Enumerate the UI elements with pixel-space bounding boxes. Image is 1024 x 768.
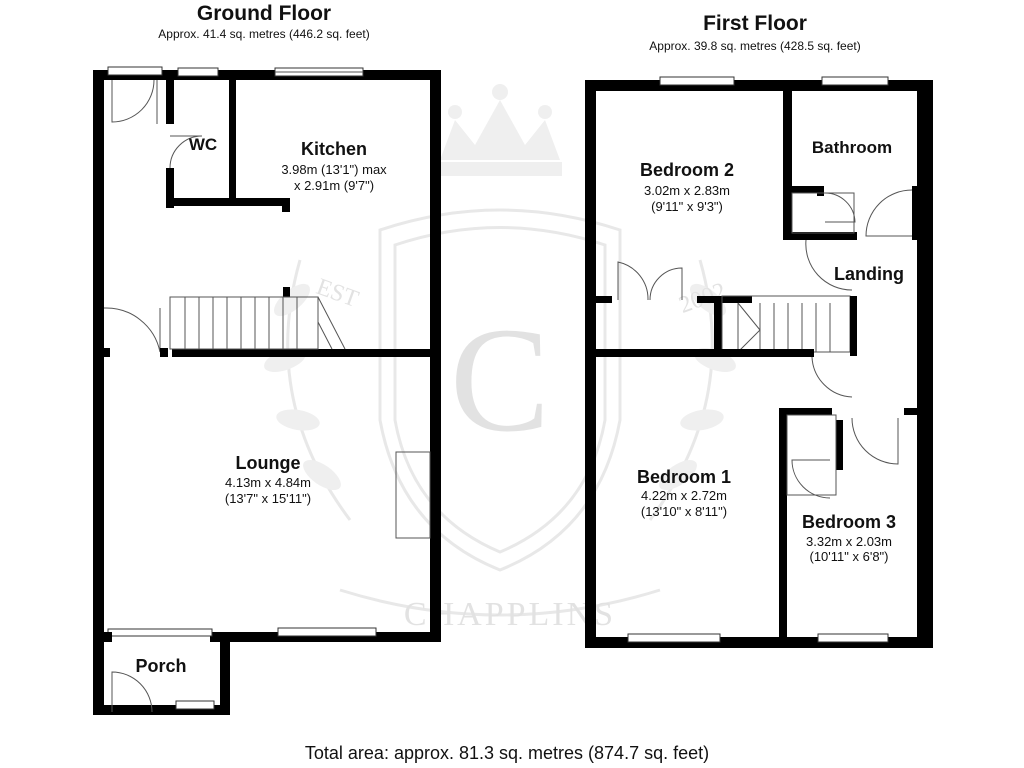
bathroom-wall-left [783, 80, 792, 240]
room-landing-label: Landing [834, 264, 904, 284]
watermark-monogram: C [450, 297, 550, 463]
gf-stairs [169, 296, 346, 350]
wc-wall-left [166, 80, 174, 124]
bedroom1-dim-imperial: (13'10" x 8'11") [641, 504, 727, 519]
bedroom3-wall-top [779, 408, 832, 415]
bedroom1-dim-metric: 4.22m x 2.72m [641, 488, 727, 503]
bedroom3-dim-metric: 3.32m x 2.03m [806, 534, 892, 549]
ff-wall-top [585, 80, 933, 91]
wc-wall-left-lower [166, 168, 174, 208]
bedroom2-dim-imperial: (9'11" x 9'3") [651, 199, 723, 214]
ff-wall-bottom [585, 637, 933, 648]
watermark-est-left: EST [313, 274, 362, 313]
lounge-dim-metric: 4.13m x 4.84m [225, 475, 311, 490]
ff-wall-middle [596, 349, 814, 357]
ff-stairs [721, 295, 851, 353]
gf-wall-left [93, 70, 104, 715]
ff-wall-right [917, 80, 933, 648]
bedroom2-dim-metric: 3.02m x 2.83m [644, 183, 730, 198]
bedroom3-wall-left [779, 408, 787, 640]
ground-floor-plan [93, 66, 441, 715]
first-floor-area: Approx. 39.8 sq. metres (428.5 sq. feet) [649, 39, 860, 53]
room-kitchen-label: Kitchen [301, 139, 367, 159]
room-bedroom1-label: Bedroom 1 [637, 467, 731, 487]
ground-floor-title: Ground Floor [197, 2, 331, 25]
gf-wall-porch-bottom [93, 705, 230, 715]
gf-wall-middle [172, 349, 441, 357]
room-bathroom-label: Bathroom [812, 138, 892, 157]
kitchen-dim-metric: 3.98m (13'1") max [281, 162, 387, 177]
bedroom3-dim-imperial: (10'11" x 6'8") [810, 549, 889, 564]
kitchen-wall-left [229, 80, 236, 206]
room-porch-label: Porch [135, 656, 186, 676]
gf-wall-lounge-bottom [210, 632, 441, 642]
gf-wall-top [93, 70, 441, 80]
first-floor-title: First Floor [703, 12, 807, 35]
room-wc-label: WC [189, 135, 217, 154]
lounge-fireplace [395, 451, 431, 539]
gf-wall-porch-right [220, 632, 230, 715]
total-area: Total area: approx. 81.3 sq. metres (874… [305, 743, 709, 763]
room-bedroom2-label: Bedroom 2 [640, 160, 734, 180]
room-bedroom3-label: Bedroom 3 [802, 512, 896, 532]
bathroom-wall-bottom [783, 232, 857, 240]
lounge-dim-imperial: (13'7" x 15'11") [225, 491, 311, 506]
ground-floor-area: Approx. 41.4 sq. metres (446.2 sq. feet) [158, 27, 369, 41]
room-lounge-label: Lounge [236, 453, 301, 473]
first-floor-plan [585, 76, 933, 648]
kitchen-dim-imperial: x 2.91m (9'7") [294, 178, 374, 193]
wc-wall-bottom [166, 198, 290, 206]
ff-wall-left [585, 80, 596, 648]
